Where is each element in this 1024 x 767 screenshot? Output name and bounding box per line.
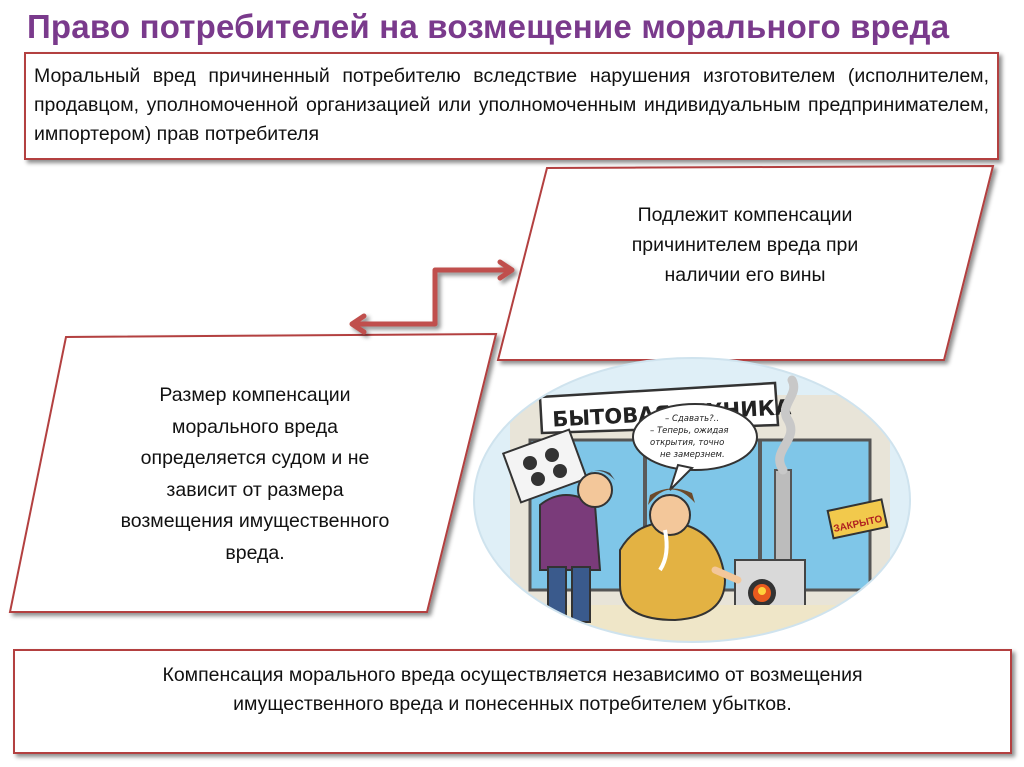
conclusion-text: Компенсация морального вреда осуществляе… [25, 661, 1000, 719]
compensation-line: причинителем вреда при [631, 234, 859, 256]
cartoon-illustration: БЫТОВАЯ ТЕХНИКА – Сдавать?.. – Теперь, о… [473, 357, 911, 643]
speech-line: – Сдавать?.. [665, 414, 719, 424]
size-line: определяется судом и не [140, 447, 370, 469]
size-line: зависит от размера [166, 478, 344, 501]
conclusion-line: Компенсация морального вреда осуществляе… [162, 664, 863, 686]
size-text: Размер компенсации морального вреда опре… [70, 380, 440, 569]
speech-line: открытия, точно [650, 438, 724, 448]
size-line: вреда. [225, 541, 285, 564]
compensation-text: Подлежит компенсации причинителем вреда … [560, 200, 930, 290]
definition-box: Моральный вред причиненный потребителю в… [24, 52, 999, 160]
compensation-line: наличии его вины [664, 264, 826, 286]
speech-line: – Теперь, ожидая [650, 426, 729, 436]
size-line: морального вреда [172, 415, 338, 438]
page-title: Право потребителей на возмещение моральн… [27, 8, 950, 45]
size-parallelogram [8, 332, 498, 613]
conclusion-line: имущественного вреда и понесенных потреб… [233, 693, 792, 715]
connector-arrow [349, 259, 515, 335]
speech-line: не замерзнем. [660, 450, 725, 460]
compensation-line: Подлежит компенсации [637, 204, 853, 226]
size-line: Размер компенсации [159, 384, 351, 406]
definition-text: Моральный вред причиненный потребителю в… [34, 65, 989, 145]
compensation-parallelogram [496, 164, 995, 361]
conclusion-box: Компенсация морального вреда осуществляе… [13, 649, 1012, 754]
size-line: возмещения имущественного [120, 510, 390, 532]
